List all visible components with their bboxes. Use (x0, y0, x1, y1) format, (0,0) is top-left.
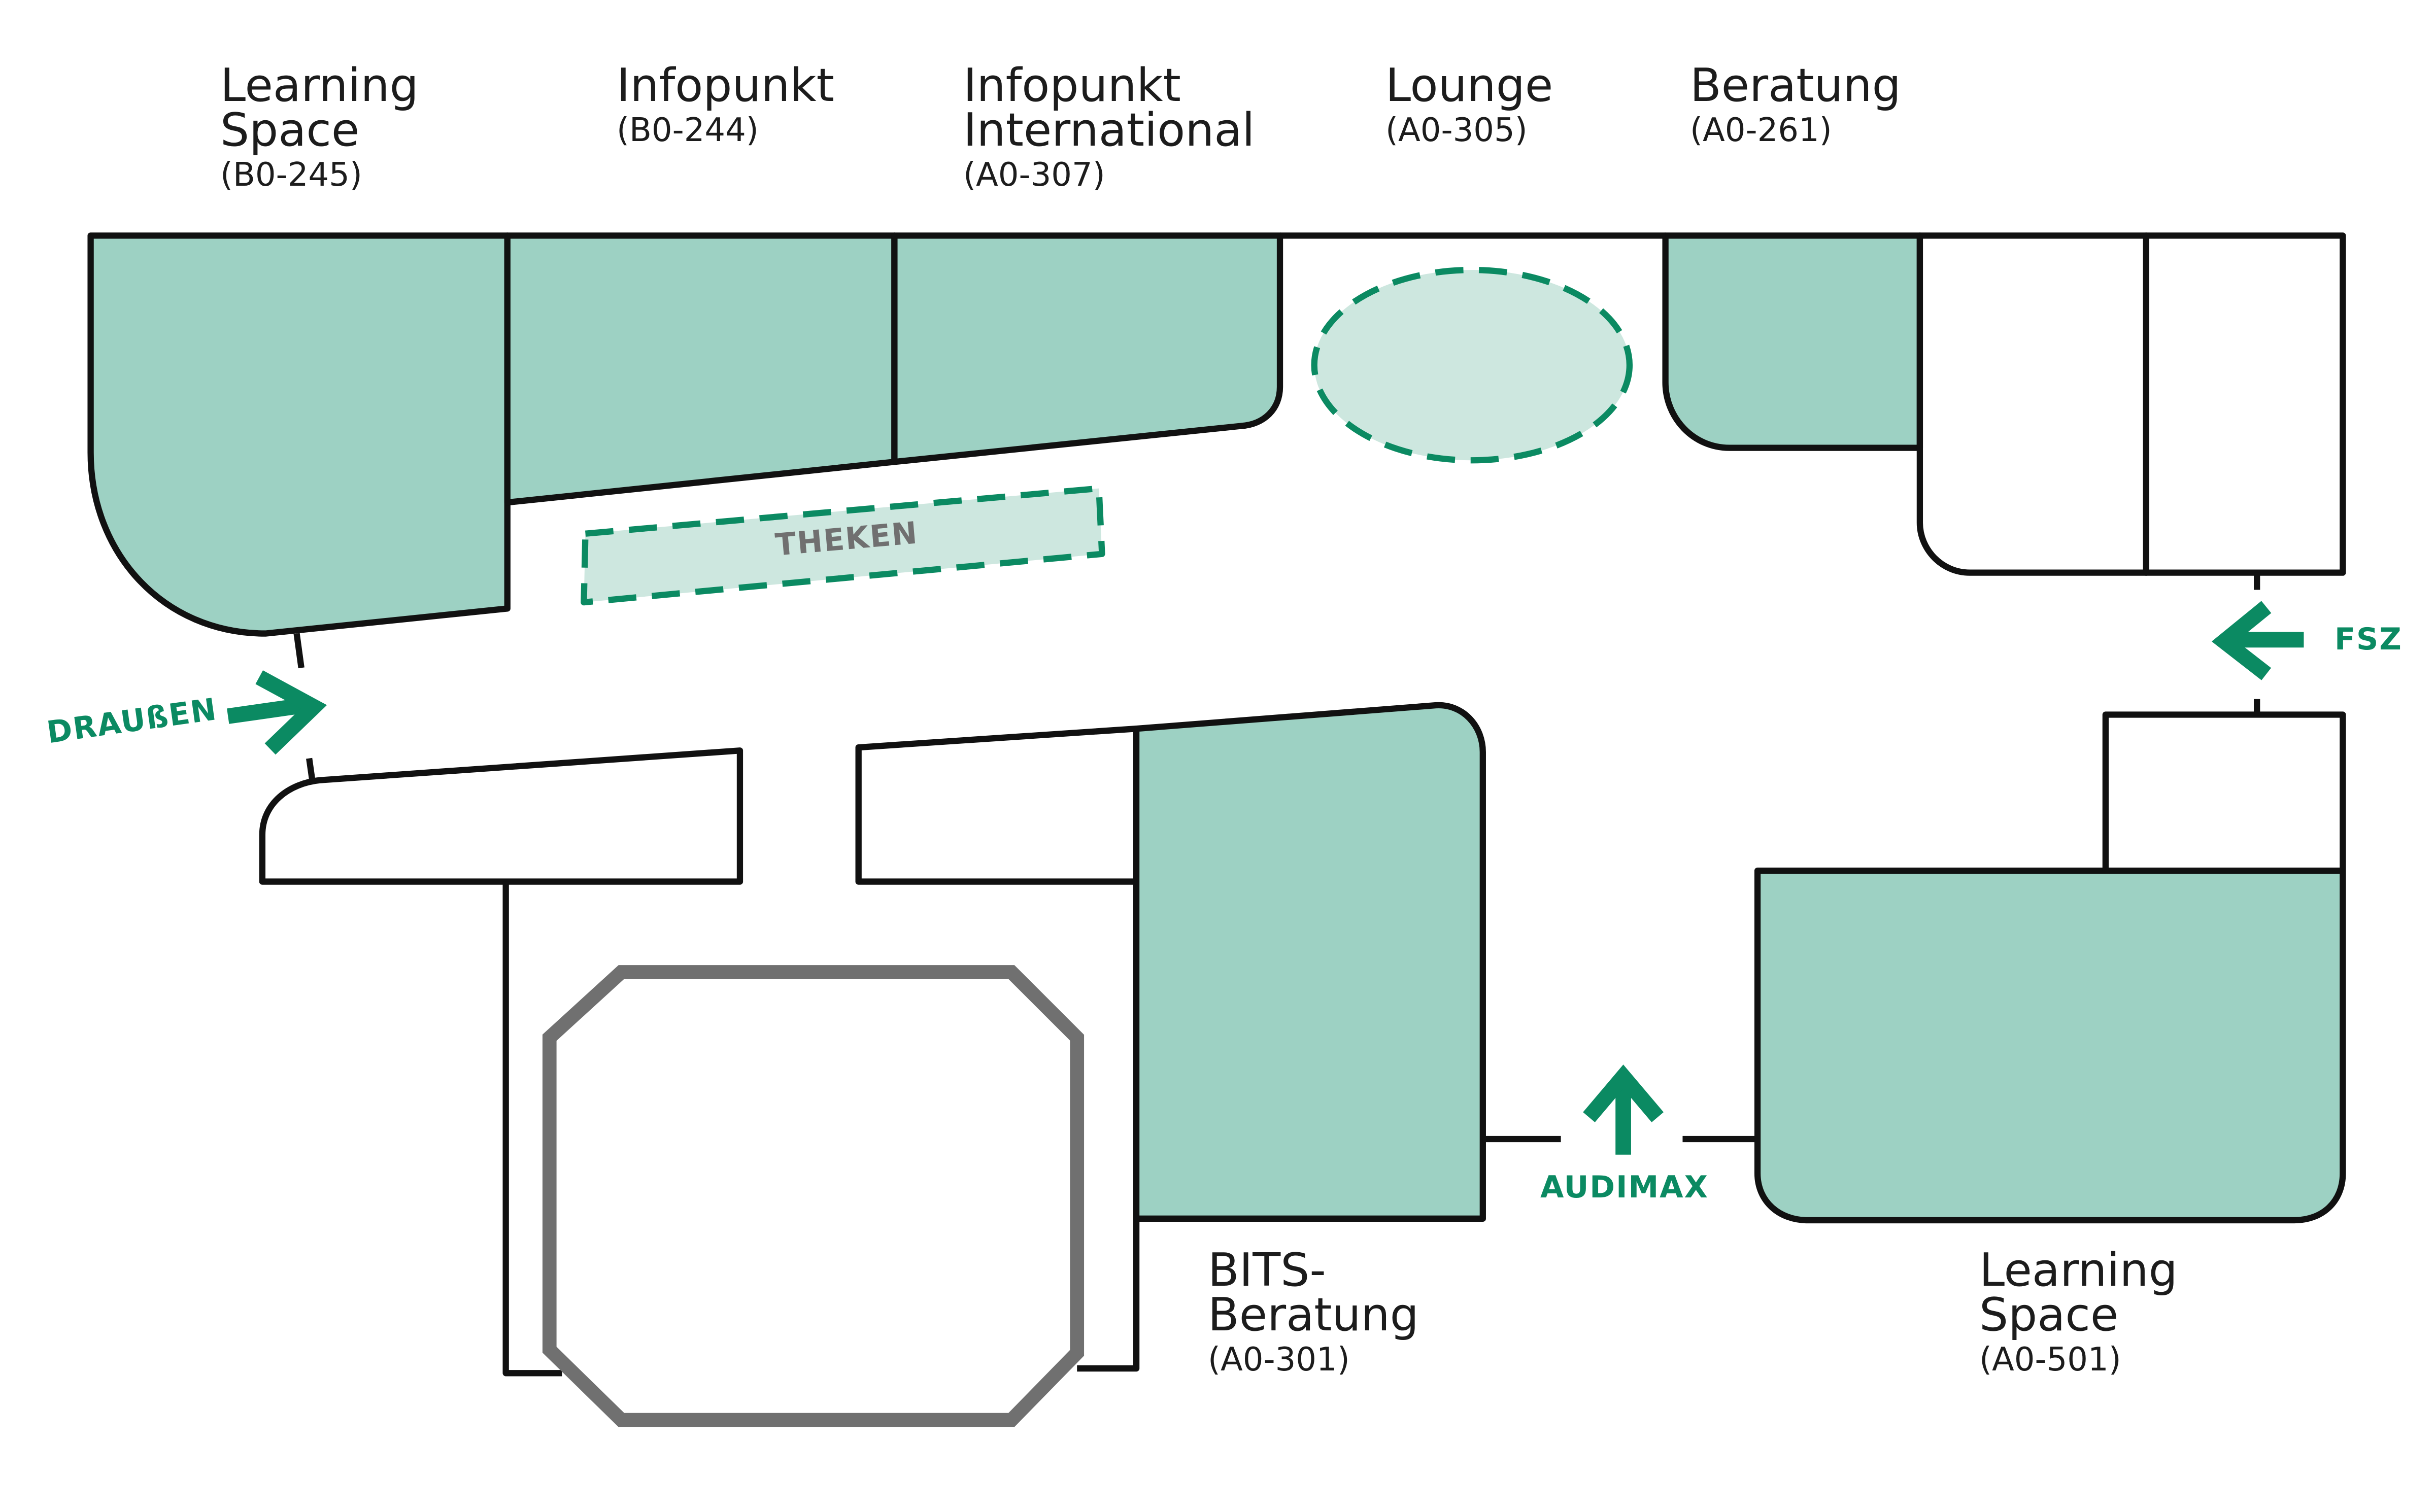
wall-lower-corridor (502, 881, 562, 1377)
wall-lower-corridor-right (1077, 881, 1140, 1372)
label-learning-space-a-room: (A0-501) (1979, 1341, 2121, 1379)
label-learning-space-a-line1: Learning (1979, 1244, 2178, 1297)
label-infopunkt-b0-244: Infopunkt (B0-244) (617, 63, 834, 153)
label-infopunkt-international-line2: International (963, 104, 1255, 157)
label-beratung-a0-261: Beratung (A0-261) (1690, 63, 1901, 153)
label-lounge-room: (A0-305) (1385, 112, 1528, 149)
label-bits-beratung-a0-301: BITS- Beratung (A0-301) (1208, 1248, 1419, 1382)
audimax-hall-outline (542, 965, 1085, 1427)
label-bits-beratung-room: (A0-301) (1208, 1341, 1350, 1379)
room-learning-space-b0-245 (87, 232, 511, 637)
label-infopunkt-room: (B0-244) (617, 112, 759, 149)
label-infopunkt-line1: Infopunkt (617, 59, 834, 112)
room-learning-space-a0-501 (1754, 867, 2346, 1224)
label-beratung-room: (A0-261) (1690, 112, 1832, 149)
label-bits-beratung-line2: Beratung (1208, 1288, 1419, 1342)
room-infopunkt-b0-244 (504, 232, 898, 506)
room-beratung-a0-261 (1662, 232, 1923, 451)
theken-counter (581, 485, 1105, 606)
door-line-lower (306, 758, 316, 781)
label-learning-space-a-line2: Space (1979, 1288, 2119, 1342)
room-top-right-2 (2143, 232, 2346, 576)
label-infopunkt-international-a0-307: Infopunkt International (A0-307) (963, 63, 1255, 197)
label-bits-beratung-line1: BITS- (1208, 1244, 1326, 1297)
room-bits-beratung-a0-301 (1133, 702, 1486, 1222)
label-infopunkt-international-room: (A0-307) (963, 156, 1105, 194)
arrow-up-icon (1583, 1064, 1664, 1155)
lounge-area (1311, 266, 1633, 464)
door-line-upper (293, 633, 305, 669)
label-lounge-a0-305: Lounge (A0-305) (1385, 63, 1553, 153)
room-lower-center (855, 726, 1140, 885)
arrow-left-icon (2211, 601, 2304, 680)
room-right-small (2102, 711, 2346, 871)
room-infopunkt-international-a0-307 (891, 232, 1283, 465)
direction-fsz[interactable]: FSZ (2335, 622, 2403, 657)
label-learning-space-a0-501: Learning Space (A0-501) (1979, 1248, 2178, 1382)
room-top-right-1 (1916, 232, 2149, 576)
label-infopunkt-international-line1: Infopunkt (963, 59, 1181, 112)
label-beratung-line1: Beratung (1690, 59, 1901, 112)
direction-audimax[interactable]: AUDIMAX (1540, 1170, 1709, 1205)
label-learning-space-b0-245: Learning Space (B0-245) (220, 63, 419, 197)
label-lounge-line1: Lounge (1385, 59, 1553, 112)
room-lower-left (259, 747, 743, 885)
label-learning-space-b-line1: Learning (220, 59, 419, 112)
label-learning-space-b-line2: Space (220, 104, 360, 157)
label-learning-space-b-room: (B0-245) (220, 156, 362, 194)
arrow-right-icon (227, 670, 327, 755)
